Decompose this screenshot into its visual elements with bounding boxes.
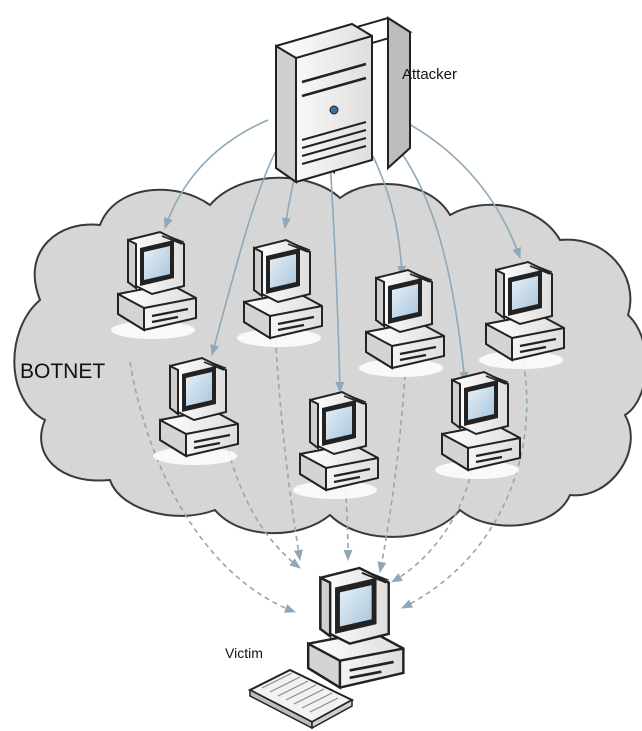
command-arrow: [210, 139, 283, 357]
attacker-server-icon: [275, 16, 413, 184]
command-arrow: [329, 159, 345, 394]
victim-label: Victim: [225, 645, 263, 661]
command-arrow: [369, 149, 407, 278]
bot-computer-icon: [479, 260, 565, 369]
bots: [111, 230, 565, 499]
command-arrow: [164, 119, 269, 230]
botnet-label: BOTNET: [20, 360, 105, 383]
attacker-label: Attacker: [402, 66, 457, 83]
attack-arrow: [343, 479, 353, 562]
bot-computer-icon: [153, 356, 239, 465]
command-arrow: [397, 117, 521, 260]
victim-monitor-icon: [299, 566, 405, 699]
attack-arrow: [274, 329, 303, 562]
attack-arrow: [227, 449, 301, 569]
victim-computer-icon: [247, 566, 405, 730]
command-arrows: [164, 117, 521, 394]
bot-computer-icon: [435, 370, 521, 479]
bot-computer-icon: [359, 268, 445, 377]
command-arrow: [391, 139, 469, 384]
keyboard-icon: [247, 668, 355, 730]
attack-arrow: [400, 344, 528, 609]
attack-arrow: [377, 374, 406, 574]
attack-arrow: [129, 361, 297, 613]
bot-computer-icon: [293, 390, 379, 499]
attack-arrow: [391, 469, 473, 583]
bot-computer-icon: [237, 238, 323, 347]
attack-arrows: [129, 329, 528, 613]
bot-computer-icon: [111, 230, 197, 339]
